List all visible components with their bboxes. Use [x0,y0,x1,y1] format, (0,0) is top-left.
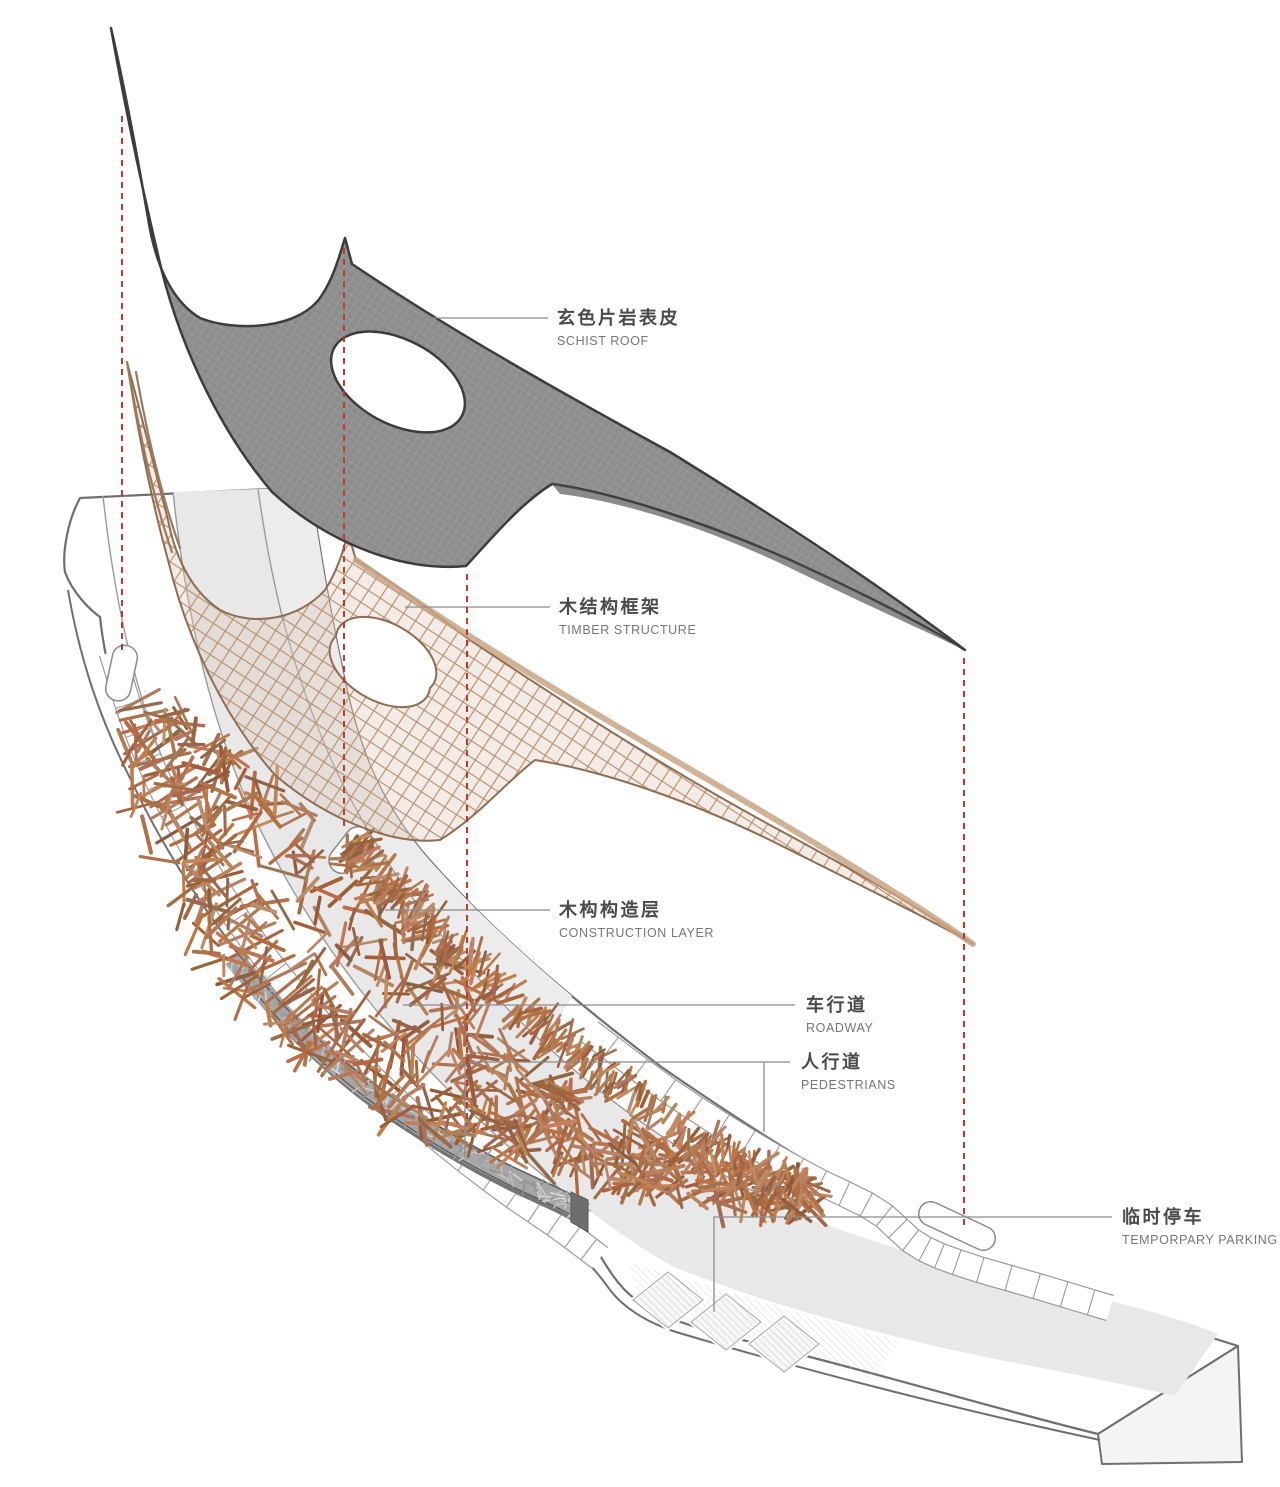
label-pedestrians: 人行道 PEDESTRIANS [464,1051,896,1158]
label-construction-layer-en: CONSTRUCTION LAYER [559,926,714,940]
label-roadway: 车行道 ROADWAY [403,994,873,1035]
label-schist-roof: 玄色片岩表皮 SCHIST ROOF [388,307,680,348]
label-construction-layer-cn: 木构构造层 [558,899,662,920]
leader-pedestrians [464,1061,790,1158]
label-timber-structure: 木结构框架 TIMBER STRUCTURE [405,596,696,637]
label-temporary-parking-en: TEMPORPARY PARKING [1122,1233,1278,1247]
walkway-strip-a [104,644,139,702]
base-upper-bank [258,487,572,1042]
temporary-parking-area [628,1262,900,1378]
timber-edge-rib [353,557,976,947]
annotations: 玄色片岩表皮 SCHIST ROOF 木结构框架 TIMBER STRUCTUR… [385,307,1278,1312]
label-schist-roof-en: SCHIST ROOF [557,334,649,348]
leader-temporary-parking [713,1216,1112,1312]
label-schist-roof-cn: 玄色片岩表皮 [557,307,680,328]
base-slab-right-end-face [1097,1345,1243,1465]
construction-layer-ridge [329,828,810,1203]
label-timber-structure-en: TIMBER STRUCTURE [559,623,696,637]
label-timber-structure-cn: 木结构框架 [558,596,662,617]
reference-lines [121,116,965,1230]
label-construction-layer: 木构构造层 CONSTRUCTION LAYER [385,899,714,940]
label-temporary-parking-cn: 临时停车 [1122,1206,1204,1227]
timber-structure-layer [125,360,976,947]
parking-bay-strip [917,1200,997,1252]
label-temporary-parking: 临时停车 TEMPORPARY PARKING [713,1206,1278,1312]
label-pedestrians-en: PEDESTRIANS [801,1078,896,1092]
label-roadway-cn: 车行道 [806,994,868,1015]
construction-layer-sticks [115,695,833,1229]
label-pedestrians-cn: 人行道 [801,1051,863,1072]
pedestrian-walkway-right [581,1021,1114,1322]
label-roadway-en: ROADWAY [806,1021,873,1035]
